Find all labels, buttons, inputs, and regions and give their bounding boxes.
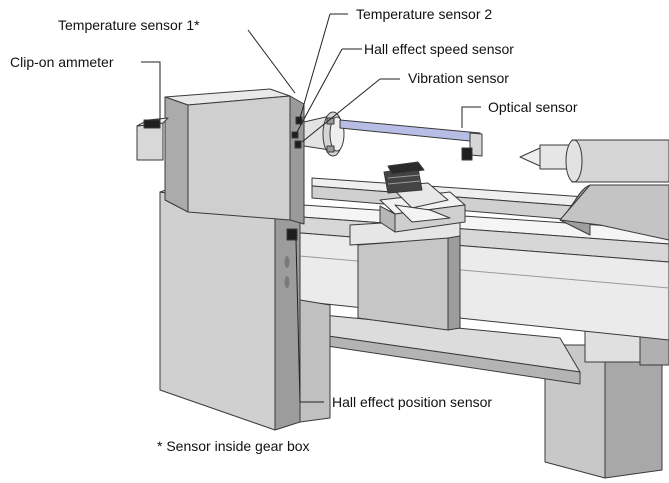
carriage xyxy=(349,161,466,331)
label-optical-sensor: Optical sensor xyxy=(488,99,578,115)
label-temperature-sensor-1: Temperature sensor 1* xyxy=(58,17,200,33)
temperature-sensor-2-block xyxy=(295,116,303,125)
tailstock xyxy=(519,139,669,241)
label-hall-effect-speed-sensor: Hall effect speed sensor xyxy=(364,41,514,57)
spindle-chuck xyxy=(303,111,345,157)
hall-speed-sensor-block xyxy=(291,131,299,139)
vibration-sensor-block xyxy=(294,140,302,149)
label-vibration-sensor: Vibration sensor xyxy=(408,70,509,86)
leader-lines xyxy=(141,13,481,403)
headstock xyxy=(164,88,305,225)
stand-holes xyxy=(284,256,290,288)
ammeter-box xyxy=(136,117,169,161)
label-hall-effect-position-sensor: Hall effect position sensor xyxy=(332,394,492,410)
hall-position-sensor-block xyxy=(286,228,298,241)
footnote: * Sensor inside gear box xyxy=(157,438,310,454)
sensor-blocks xyxy=(286,116,303,241)
label-clip-on-ammeter: Clip-on ammeter xyxy=(10,54,114,70)
optical-sensor-bar xyxy=(339,119,483,161)
label-temperature-sensor-2: Temperature sensor 2 xyxy=(356,6,492,22)
